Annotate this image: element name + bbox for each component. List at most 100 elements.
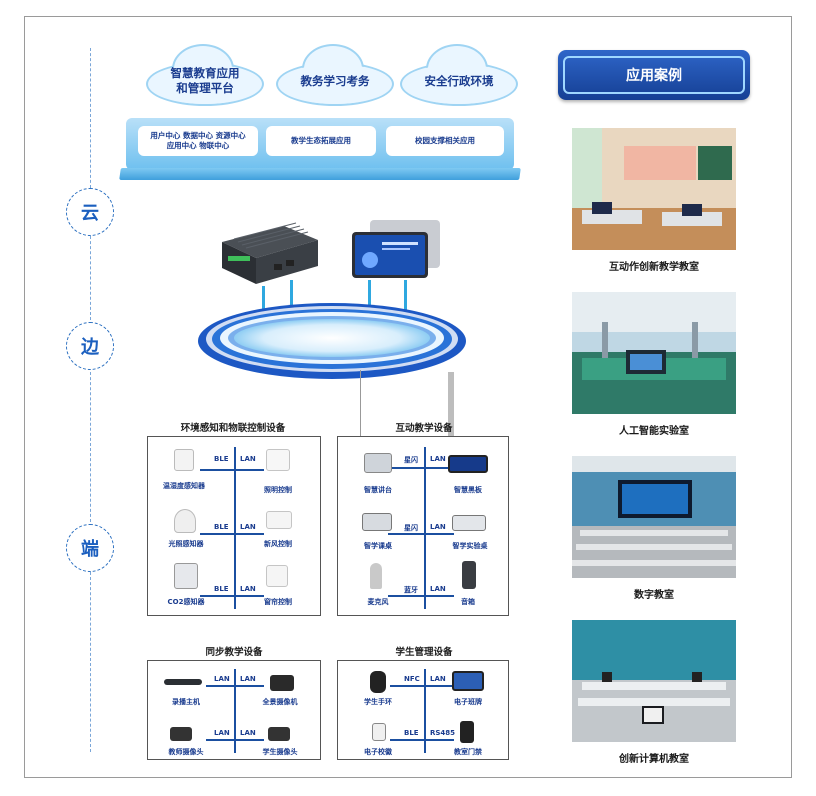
- student-camera-label: 学生摄像头: [262, 748, 298, 756]
- door-access-label: 教室门禁: [454, 748, 482, 756]
- sync-section-title: 同步教学设备: [205, 647, 263, 658]
- panorama-camera-icon: [270, 675, 294, 691]
- proto-label: LAN: [240, 523, 256, 531]
- platform-centers-line1: 用户中心 数据中心 资源中心: [150, 131, 246, 140]
- speaker-icon: [462, 561, 476, 589]
- case-image-interactive-classroom: [572, 128, 736, 250]
- edge-link-pillar: [262, 286, 265, 318]
- proto-label: BLE: [214, 523, 229, 531]
- env-device-box: BLE LAN BLE LAN BLE LAN 温湿度感知器 照明控制 光照感知…: [147, 436, 321, 616]
- cases-title-button: 应用案例: [558, 50, 750, 100]
- student-device-box: NFC LAN BLE RS485 学生手环 电子班牌 电子校徽 教室门禁: [337, 660, 509, 760]
- light-sensor-icon: [174, 509, 196, 533]
- layer-axis-segment: [90, 236, 91, 320]
- student-camera-icon: [268, 727, 290, 741]
- proto-label: LAN: [430, 675, 446, 683]
- wristband-icon: [370, 671, 386, 693]
- sync-device-box: LAN LAN LAN LAN 录播主机 全景摄像机 教师摄像头 学生摄像头: [147, 660, 321, 760]
- badge-label: 电子校徽: [364, 748, 392, 756]
- diagram-frame: [24, 16, 792, 778]
- curtain-control-icon: [266, 565, 288, 587]
- light-control-label: 照明控制: [264, 486, 292, 494]
- edge-link-pillar: [290, 280, 293, 318]
- platform-centers-line2: 应用中心 物联中心: [166, 141, 230, 150]
- case-caption: 数字教室: [634, 590, 674, 601]
- proto-label: BLE: [214, 585, 229, 593]
- layer-axis-segment: [90, 48, 91, 188]
- case-image-computer-classroom: [572, 620, 736, 742]
- cloud-security-label: 安全行政环境: [424, 74, 494, 88]
- edge-link-pillar: [404, 280, 407, 320]
- interactive-device-box: 星闪 LAN 星闪 LAN 蓝牙 LAN 智慧讲台 智慧黑板 智学课桌 智学实验…: [337, 436, 509, 616]
- case-image-ai-lab: [572, 292, 736, 414]
- env-section-title: 环境感知和物联控制设备: [180, 423, 286, 434]
- light-sensor-label: 光照感知器: [168, 540, 204, 548]
- lab-desk-label: 智学实验桌: [452, 542, 488, 550]
- layer-end-badge: 端: [66, 524, 114, 572]
- edge-tablet-device: [348, 220, 444, 282]
- fresh-air-icon: [266, 511, 292, 529]
- teacher-camera-icon: [170, 727, 192, 741]
- layer-edge-badge: 边: [66, 322, 114, 370]
- proto-label: 蓝牙: [404, 586, 418, 594]
- edge-link-pillar: [368, 280, 371, 320]
- cloud-security: 安全行政环境: [400, 44, 518, 106]
- proto-label: LAN: [214, 675, 230, 683]
- recorder-icon: [164, 679, 202, 685]
- case-caption: 创新计算机教室: [619, 754, 689, 765]
- speaker-label: 音箱: [461, 598, 475, 606]
- temp-sensor-icon: [174, 449, 194, 471]
- class-sign-label: 电子班牌: [454, 698, 482, 706]
- cloud-teaching-label: 教务学习考务: [300, 74, 370, 88]
- microphone-icon: [370, 563, 382, 589]
- proto-label: NFC: [404, 675, 420, 683]
- layer-axis-segment: [90, 572, 91, 752]
- cloud-platform-label: 智慧教育应用 和管理平台: [170, 66, 240, 95]
- platform-centers-box: 用户中心 数据中心 资源中心 应用中心 物联中心: [138, 126, 258, 156]
- wristband-label: 学生手环: [364, 698, 392, 706]
- proto-label: RS485: [430, 729, 456, 737]
- case-image-digital-classroom: [572, 456, 736, 578]
- proto-label: LAN: [240, 585, 256, 593]
- temp-sensor-label: 温湿度感知器: [163, 482, 205, 490]
- proto-label: 星闪: [404, 456, 418, 464]
- case-caption: 人工智能实验室: [619, 426, 689, 437]
- cloud-platform-bar: 用户中心 数据中心 资源中心 应用中心 物联中心 教学生态拓展应用 校园支撑相关…: [119, 118, 521, 180]
- panorama-camera-label: 全景摄像机: [262, 698, 298, 706]
- cloud-platform: 智慧教育应用 和管理平台: [146, 44, 264, 106]
- student-section-title: 学生管理设备: [395, 647, 453, 658]
- proto-label: LAN: [430, 585, 446, 593]
- proto-label: LAN: [240, 455, 256, 463]
- teacher-camera-label: 教师摄像头: [168, 748, 204, 756]
- network-ring: [196, 298, 468, 380]
- curtain-control-label: 窗帘控制: [264, 598, 292, 606]
- class-sign-icon: [452, 671, 484, 691]
- lab-desk-icon: [452, 515, 486, 531]
- proto-label: LAN: [430, 455, 446, 463]
- proto-label: LAN: [430, 523, 446, 531]
- cases-title: 应用案例: [563, 56, 745, 94]
- microphone-label: 麦克风: [367, 598, 389, 606]
- co2-sensor-label: CO2感知器: [167, 598, 205, 606]
- interactive-section-title: 互动教学设备: [395, 423, 453, 434]
- proto-label: BLE: [214, 455, 229, 463]
- desk-label: 智学课桌: [364, 542, 392, 550]
- fresh-air-label: 新风控制: [264, 540, 292, 548]
- badge-icon: [372, 723, 386, 741]
- platform-campus-box: 校园支撑相关应用: [386, 126, 504, 156]
- door-access-icon: [460, 721, 474, 743]
- podium-icon: [364, 453, 392, 473]
- proto-label: 星闪: [404, 524, 418, 532]
- edge-gateway-device: [214, 222, 322, 286]
- proto-label: LAN: [240, 729, 256, 737]
- proto-label: LAN: [240, 675, 256, 683]
- desk-icon: [362, 513, 392, 531]
- light-control-icon: [266, 449, 290, 471]
- blackboard-icon: [448, 455, 488, 473]
- podium-label: 智慧讲台: [364, 486, 392, 494]
- blackboard-label: 智慧黑板: [454, 486, 482, 494]
- platform-ecosystem-box: 教学生态拓展应用: [266, 126, 376, 156]
- ring-connector: [448, 372, 454, 458]
- co2-sensor-icon: [174, 563, 198, 589]
- proto-label: LAN: [214, 729, 230, 737]
